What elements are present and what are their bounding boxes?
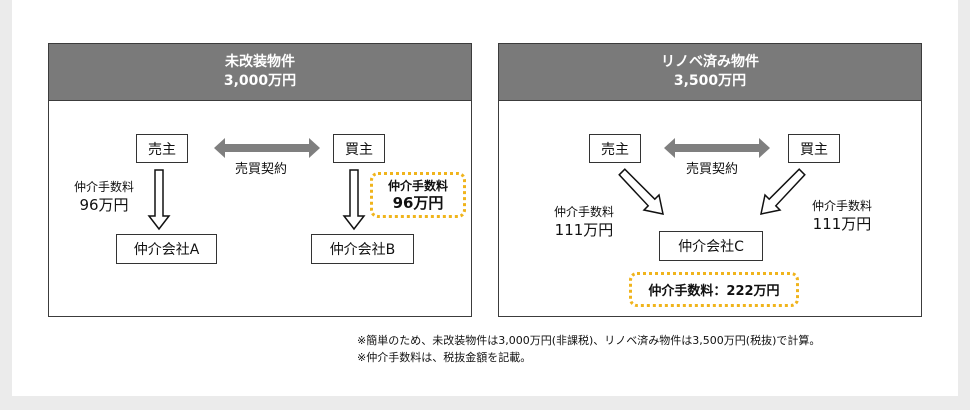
right-panel-price: 3,500万円: [673, 73, 747, 89]
fee-seller-label: 仲介手数料: [553, 205, 614, 219]
left-contract-double-arrow: [214, 138, 320, 158]
buyer-to-agent-c-arrow: [760, 168, 806, 215]
fee-seller: 仲介手数料 111万円: [543, 203, 625, 239]
left-panel-header: 未改装物件 3,000万円: [49, 44, 471, 101]
footnote-2: ※仲介手数料は、税抜金額を記載。: [357, 351, 532, 364]
buyer-box-right: 買主: [788, 134, 840, 163]
left-panel: 未改装物件 3,000万円 売主 買主 売買契約 仲介手数料 96万円 仲介手数…: [48, 43, 472, 317]
contract-arrow-shape: [214, 138, 320, 158]
figure-card: 未改装物件 3,000万円 売主 買主 売買契約 仲介手数料 96万円 仲介手数…: [12, 0, 958, 396]
left-panel-title: 未改装物件: [225, 54, 295, 70]
right-panel-header: リノベ済み物件 3,500万円: [499, 44, 921, 101]
fee-b-label: 仲介手数料: [387, 178, 448, 193]
agent-b-box: 仲介会社B: [311, 234, 414, 264]
contract-arrow-shape-right: [664, 138, 770, 158]
fee-a: 仲介手数料 96万円: [67, 178, 141, 214]
fee-a-value: 96万円: [79, 196, 129, 214]
agent-c-box: 仲介会社C: [659, 231, 763, 261]
right-panel-title: リノベ済み物件: [661, 54, 759, 70]
fee-buyer-value: 111万円: [812, 215, 872, 233]
seller-to-agent-a-arrow: [147, 169, 171, 231]
total-fee-label: 仲介手数料：222万円: [648, 284, 780, 299]
fee-b-highlight: 仲介手数料 96万円: [370, 172, 466, 218]
agent-a-box: 仲介会社A: [116, 234, 217, 264]
seller-to-agent-c-arrow: [618, 168, 664, 215]
fee-buyer: 仲介手数料 111万円: [801, 197, 883, 233]
left-panel-price: 3,000万円: [223, 73, 297, 89]
seller-box-right: 売主: [589, 134, 641, 163]
fee-buyer-label: 仲介手数料: [811, 199, 872, 213]
right-panel-arrows: [618, 138, 806, 215]
fee-a-label: 仲介手数料: [73, 180, 134, 194]
contract-label: 売買契約: [235, 162, 288, 177]
contract-label-right: 売買契約: [686, 162, 739, 177]
footnotes: ※簡単のため、未改装物件は3,000万円(非課税)、リノベ済み物件は3,500万…: [357, 332, 820, 366]
right-panel: リノベ済み物件 3,500万円 売主 買主 売買契約 仲介手数料 111万円 仲…: [498, 43, 922, 317]
fee-b-value: 96万円: [392, 193, 444, 212]
footnote-1: ※簡単のため、未改装物件は3,000万円(非課税)、リノベ済み物件は3,500万…: [357, 334, 821, 347]
left-panel-arrows: [147, 138, 366, 231]
seller-box: 売主: [136, 134, 188, 163]
total-fee-highlight: 仲介手数料：222万円: [629, 272, 799, 307]
buyer-to-agent-b-arrow: [342, 169, 366, 231]
fee-seller-value: 111万円: [554, 221, 614, 239]
buyer-box: 買主: [333, 134, 385, 163]
